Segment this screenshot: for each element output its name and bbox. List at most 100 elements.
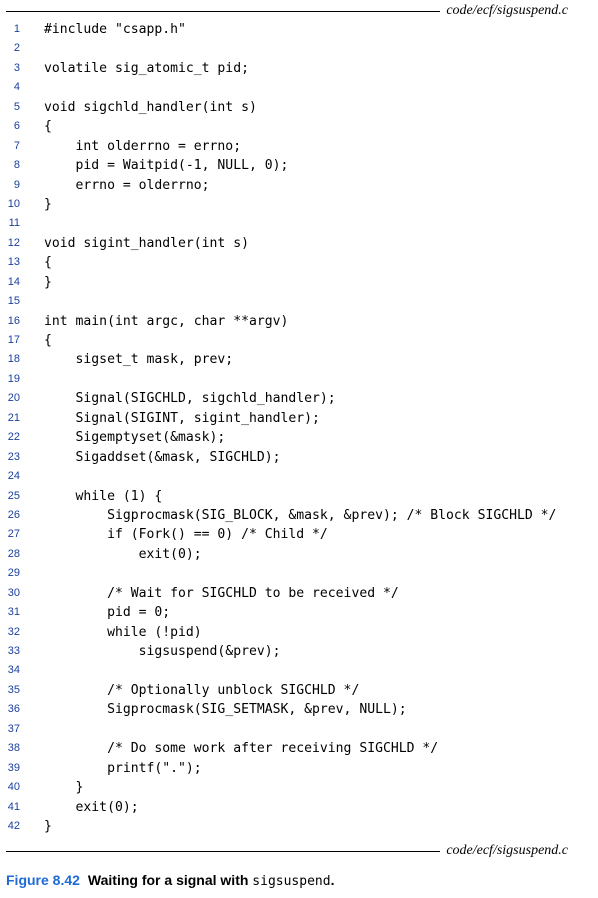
code-line: 28 exit(0); <box>0 545 598 564</box>
code-line: 2 <box>0 39 598 58</box>
code-line: 7 int olderrno = errno; <box>0 137 598 156</box>
line-number: 23 <box>7 450 20 463</box>
code-line: 21 Signal(SIGINT, sigint_handler); <box>0 409 598 428</box>
code-text: if (Fork() == 0) /* Child */ <box>44 527 328 543</box>
code-line: 37 <box>0 720 598 739</box>
code-text: Sigprocmask(SIG_BLOCK, &mask, &prev); /*… <box>44 507 557 523</box>
top-file-path: code/ecf/sigsuspend.c <box>446 3 568 18</box>
line-number: 15 <box>7 295 20 308</box>
code-line: 36 Sigprocmask(SIG_SETMASK, &prev, NULL)… <box>0 700 598 719</box>
code-text: pid = 0; <box>44 605 171 621</box>
code-text: /* Optionally unblock SIGCHLD */ <box>44 682 360 698</box>
line-number: 3 <box>13 61 20 74</box>
line-number: 4 <box>13 81 20 94</box>
code-line: 6{ <box>0 117 598 136</box>
code-line: 8 pid = Waitpid(-1, NULL, 0); <box>0 156 598 175</box>
code-line: 9 errno = olderrno; <box>0 176 598 195</box>
line-number: 18 <box>7 353 20 366</box>
code-line: 41 exit(0); <box>0 798 598 817</box>
code-text: exit(0); <box>44 546 202 562</box>
code-line: 32 while (!pid) <box>0 623 598 642</box>
line-number: 25 <box>7 489 20 502</box>
code-line: 19 <box>0 370 598 389</box>
code-line: 18 sigset_t mask, prev; <box>0 350 598 369</box>
code-line: 39 printf("."); <box>0 759 598 778</box>
code-line: 24 <box>0 467 598 486</box>
code-text: sigsuspend(&prev); <box>44 644 281 659</box>
top-header-rule: code/ecf/sigsuspend.c <box>6 2 568 20</box>
line-number: 24 <box>7 470 20 483</box>
line-number: 17 <box>7 334 20 346</box>
line-number: 34 <box>7 664 20 677</box>
code-text: volatile sig_atomic_t pid; <box>44 60 249 76</box>
line-number: 7 <box>13 139 20 152</box>
line-number: 27 <box>7 528 20 541</box>
code-text: { <box>44 333 52 348</box>
code-line: 26 Sigprocmask(SIG_BLOCK, &mask, &prev);… <box>0 506 598 525</box>
line-number: 29 <box>7 567 20 580</box>
code-line: 15 <box>0 292 598 311</box>
code-line: 33 sigsuspend(&prev); <box>0 642 598 661</box>
bottom-footer-rule: code/ecf/sigsuspend.c <box>6 842 568 860</box>
horizontal-divider <box>6 10 441 12</box>
line-number: 41 <box>7 800 20 813</box>
line-number: 5 <box>13 100 20 113</box>
figure-label: Figure 8.42 <box>6 872 80 888</box>
code-text: while (!pid) <box>44 624 202 640</box>
code-text: { <box>44 119 52 135</box>
code-text: void sigint_handler(int s) <box>44 235 249 251</box>
line-number: 42 <box>7 819 20 832</box>
code-line: 35 /* Optionally unblock SIGCHLD */ <box>0 681 598 700</box>
code-line: 25 while (1) { <box>0 487 598 506</box>
code-text: /* Wait for SIGCHLD to be received */ <box>44 585 399 601</box>
code-line: 11 <box>0 214 598 233</box>
code-text: Sigprocmask(SIG_SETMASK, &prev, NULL); <box>44 702 407 718</box>
code-text: Sigaddset(&mask, SIGCHLD); <box>44 449 281 465</box>
code-line: 4 <box>0 78 598 97</box>
code-text: pid = Waitpid(-1, NULL, 0); <box>44 158 289 174</box>
line-number: 36 <box>7 703 20 716</box>
code-text: } <box>44 780 84 796</box>
line-number: 14 <box>7 275 20 288</box>
line-number: 6 <box>13 120 20 133</box>
figure-caption-text: Waiting for a signal with <box>87 872 253 888</box>
code-line: 22 Sigemptyset(&mask); <box>0 428 598 447</box>
line-number: 1 <box>13 23 20 35</box>
line-number: 37 <box>7 722 20 735</box>
line-number: 30 <box>7 586 20 599</box>
line-number: 32 <box>7 625 20 638</box>
line-number: 12 <box>7 236 20 249</box>
figure-caption-end: . <box>330 872 335 888</box>
code-text: int olderrno = errno; <box>44 138 242 154</box>
code-line: 10} <box>0 195 598 214</box>
code-text: printf("."); <box>44 760 202 776</box>
code-text: exit(0); <box>44 799 139 815</box>
code-text: Signal(SIGCHLD, sigchld_handler); <box>44 391 336 407</box>
line-number: 22 <box>7 431 20 444</box>
line-number: 33 <box>7 645 20 657</box>
code-line: 12 void sigint_handler(int s) <box>0 234 598 253</box>
line-number: 31 <box>7 606 20 619</box>
code-line: 14} <box>0 273 598 292</box>
code-line: 23 Sigaddset(&mask, SIGCHLD); <box>0 448 598 467</box>
bottom-file-path: code/ecf/sigsuspend.c <box>446 843 568 858</box>
code-text: Signal(SIGINT, sigint_handler); <box>44 410 320 426</box>
code-text: sigset_t mask, prev; <box>44 352 234 368</box>
line-number: 20 <box>7 392 20 405</box>
code-text: /* Do some work after receiving SIGCHLD … <box>44 741 439 757</box>
figure-caption-code: sigsuspend <box>252 874 331 889</box>
line-number: 35 <box>7 683 20 696</box>
line-number: 26 <box>7 508 20 521</box>
code-text: while (1) { <box>44 488 163 504</box>
line-number: 39 <box>7 761 20 774</box>
line-number: 16 <box>7 314 20 327</box>
code-line: 31 pid = 0; <box>0 603 598 622</box>
line-number: 19 <box>7 372 20 385</box>
code-line: 34 <box>0 661 598 680</box>
code-text: #include "csapp.h" <box>44 22 186 37</box>
code-text: int main(int argc, char **argv) <box>44 313 289 329</box>
line-number: 8 <box>13 159 20 172</box>
code-line: 42} <box>0 817 598 836</box>
horizontal-divider <box>6 850 441 852</box>
code-line: 27 if (Fork() == 0) /* Child */ <box>0 525 598 544</box>
